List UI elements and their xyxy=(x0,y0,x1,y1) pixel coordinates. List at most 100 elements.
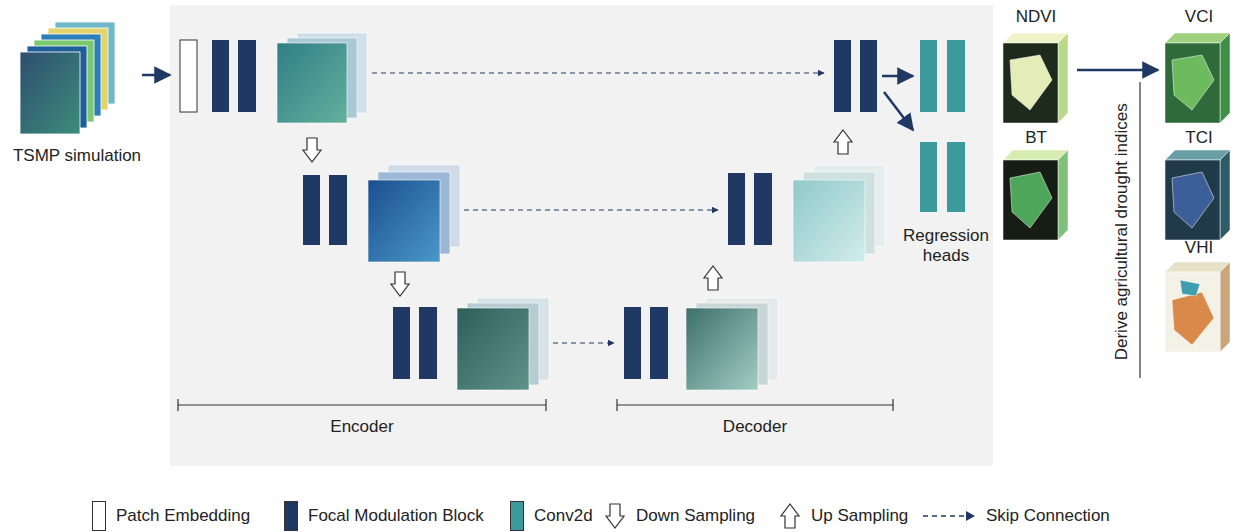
conv2d-heads xyxy=(920,40,965,212)
head-arrows xyxy=(882,76,913,130)
patch-embedding-block-part xyxy=(180,40,197,112)
legend-icon-shape xyxy=(781,504,799,528)
feature-map-stacks-part xyxy=(457,308,529,390)
legend-item: Down Sampling xyxy=(604,500,755,532)
legend-dash xyxy=(923,515,966,517)
flow-arrow xyxy=(142,74,170,77)
output-cubes-part xyxy=(1165,150,1230,160)
conv2d-heads-part xyxy=(947,40,965,112)
node-label: Regression heads xyxy=(900,226,992,265)
network-panel-ground xyxy=(170,5,993,466)
conv2d-heads-part xyxy=(947,142,965,212)
encoder-decoder-brackets-part xyxy=(617,404,893,405)
output-cubes-part xyxy=(1003,150,1068,160)
encoder-decoder-brackets-part xyxy=(177,399,178,411)
output-cubes-part xyxy=(1172,172,1214,228)
legend-label: Skip Connection xyxy=(986,506,1110,526)
encoder-decoder-brackets-part xyxy=(545,399,546,411)
output-cubes-part xyxy=(1172,292,1214,345)
sampling-arrows-part xyxy=(391,272,409,296)
focal-modulation-blocks-part xyxy=(238,40,256,112)
focal-modulation-blocks-part xyxy=(624,307,641,379)
node-label: NDVI xyxy=(995,7,1077,27)
output-cubes-part xyxy=(1165,262,1230,272)
focal-modulation-blocks-part xyxy=(650,307,668,379)
output-cubes-part xyxy=(1003,33,1068,43)
output-cubes-part xyxy=(1165,272,1220,352)
legend-swatch xyxy=(92,501,106,531)
flow-arrow xyxy=(1077,69,1158,72)
legend-swatch xyxy=(284,501,298,531)
focal-modulation-blocks-part xyxy=(754,173,772,245)
focal-modulation-blocks-part xyxy=(728,173,745,245)
output-cubes-part xyxy=(1010,55,1052,110)
head-arrows-part xyxy=(884,92,913,130)
focal-modulation-blocks-part xyxy=(419,307,437,379)
skip-connections-part xyxy=(372,72,824,73)
encoder-decoder-brackets-part xyxy=(616,399,617,411)
output-cubes-part xyxy=(1010,172,1052,228)
focal-modulation-blocks-part xyxy=(329,175,347,245)
feature-map-stacks-part xyxy=(793,180,865,262)
sampling-arrows-part xyxy=(303,138,321,162)
sampling-arrows-part xyxy=(834,130,852,154)
legend-icon-shape xyxy=(966,511,975,521)
output-cubes-part xyxy=(1165,160,1220,240)
node-label: VCI xyxy=(1158,7,1240,27)
skip-connections-part xyxy=(464,209,718,210)
legend-label: Focal Modulation Block xyxy=(308,506,484,526)
legend-icon xyxy=(779,503,801,529)
output-cubes-part xyxy=(1180,280,1200,296)
feature-map-stacks-part xyxy=(368,180,440,262)
output-cubes-part xyxy=(1165,43,1220,123)
skip-connections xyxy=(372,73,824,343)
output-cubes-part xyxy=(1220,150,1230,240)
rotated-label: Derive agricultural drought indices xyxy=(1112,82,1132,382)
legend-icon xyxy=(604,503,626,529)
focal-modulation-blocks-part xyxy=(303,175,320,245)
output-cube: BT xyxy=(995,128,1077,246)
node-label: Decoder xyxy=(705,417,805,437)
encoder-decoder-brackets-part xyxy=(178,404,546,405)
node-label: TCI xyxy=(1158,128,1240,148)
legend-item: Conv2d xyxy=(510,500,593,532)
output-cubes-part xyxy=(1172,55,1214,110)
node-label: BT xyxy=(995,128,1077,148)
legend-label: Patch Embedding xyxy=(116,506,250,526)
node-label: Encoder xyxy=(312,417,412,437)
legend-icon-shape xyxy=(606,504,624,528)
derive-bar xyxy=(1140,82,1141,378)
feature-map-stacks xyxy=(277,33,885,390)
sampling-arrows xyxy=(303,130,852,296)
head-arrows-part xyxy=(882,75,913,78)
legend-label: Up Sampling xyxy=(811,506,908,526)
focal-modulation-blocks-part xyxy=(834,40,851,112)
regression-heads: Regression heads xyxy=(900,36,992,268)
output-cubes-part xyxy=(1220,262,1230,352)
feature-map-stacks-part xyxy=(277,43,347,123)
legend-icon xyxy=(922,510,976,522)
sampling-arrows-part xyxy=(704,266,722,290)
focal-modulation-blocks-part xyxy=(860,40,877,112)
node-label: VHI xyxy=(1158,238,1240,258)
conv2d-heads-part xyxy=(920,40,937,112)
legend-swatch xyxy=(510,501,524,531)
node-label: TSMP simulation xyxy=(12,146,142,166)
network-panel: Encoder Decoder Regression heads xyxy=(170,5,993,466)
output-cubes-part xyxy=(1003,43,1058,123)
legend-item: Patch Embedding xyxy=(92,500,250,532)
tsmp-image-stack-part xyxy=(20,52,80,134)
legend-label: Conv2d xyxy=(534,506,593,526)
output-cube: NDVI xyxy=(995,6,1077,130)
skip-connections-part xyxy=(553,342,614,343)
output-cubes-part xyxy=(1003,160,1058,240)
output-cubes-part xyxy=(1058,150,1068,240)
encoder-decoder-brackets-part xyxy=(892,399,893,411)
index-cube: VHI xyxy=(1158,238,1240,358)
focal-modulation-blocks xyxy=(212,40,877,379)
index-cube: TCI xyxy=(1158,128,1240,246)
focal-modulation-blocks-part xyxy=(212,40,229,112)
